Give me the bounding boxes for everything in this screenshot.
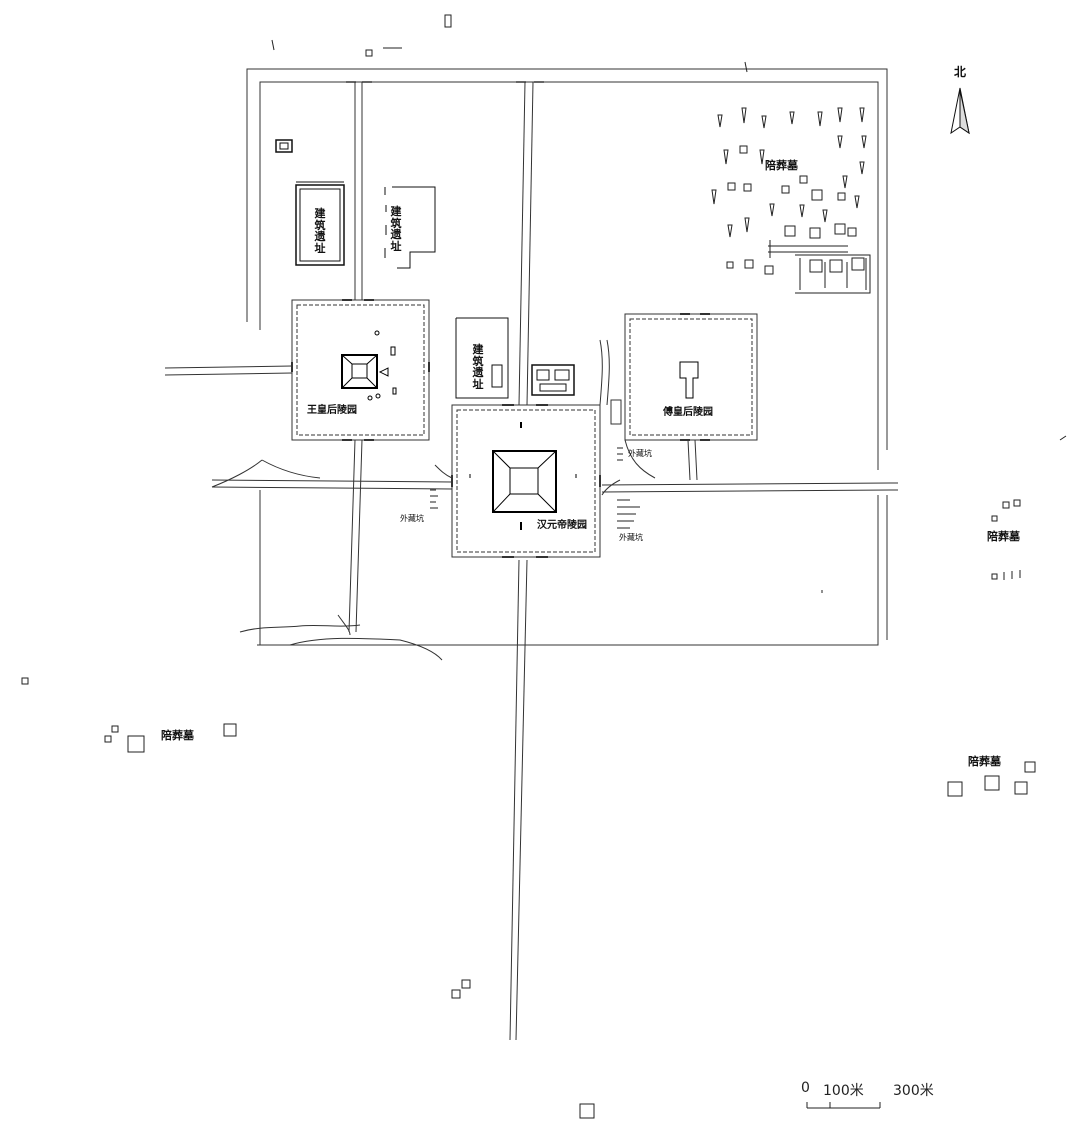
building-site-nw (275, 139, 345, 266)
scale-label-100m: 100米 (823, 1083, 864, 1099)
north-scattered-marks (271, 14, 1067, 593)
label-outer-pits-west: 外藏坑 (400, 514, 424, 523)
building-site-center (455, 317, 575, 399)
label-building-site-center: 建筑遗址 (472, 343, 484, 391)
satellite-tombs-east (991, 499, 1021, 580)
building-site-small (610, 399, 622, 425)
label-empress-fu-cemetery: 傅皇后陵园 (663, 407, 713, 418)
empress-wang-tomb-mound (341, 330, 397, 401)
empress-fu-tomb-mound (679, 361, 699, 399)
scale-label-0: 0 (801, 1080, 810, 1096)
outer-pits-west (430, 489, 438, 509)
satellite-tombs-west (21, 677, 237, 753)
label-satellite-tombs-west: 陪葬墓 (161, 729, 194, 742)
scale-bar (806, 1102, 881, 1109)
empress-wang-enclosure (291, 299, 430, 441)
emperor-yuan-tomb-mound (469, 422, 577, 530)
north-label: 北 (954, 65, 967, 79)
label-satellite-tombs-east: 陪葬墓 (987, 530, 1020, 543)
roads (164, 81, 899, 1041)
label-building-site-nw: 建筑遗址 (314, 207, 326, 255)
north-arrow-icon (950, 87, 970, 135)
outer-enclosure-wall (239, 68, 888, 661)
label-outer-pits-east: 外藏坑 (619, 533, 643, 542)
label-outer-pits-ne: 外藏坑 (628, 449, 652, 458)
label-satellite-tombs-ne: 陪葬墓 (765, 159, 798, 172)
label-emperor-yuan-cemetery: 汉元帝陵园 (537, 520, 587, 531)
outer-pits-east (617, 447, 640, 529)
satellite-tombs-se (947, 761, 1036, 797)
label-satellite-tombs-se: 陪葬墓 (968, 755, 1001, 768)
label-building-site-north: 建筑遗址 (390, 205, 402, 253)
scale-label-300m: 300米 (893, 1083, 934, 1099)
empress-fu-enclosure (624, 313, 758, 441)
satellite-tombs-ne (711, 107, 871, 294)
satellite-tombs-south (451, 979, 595, 1119)
emperor-yuan-enclosure (451, 404, 601, 558)
building-site-north (384, 186, 436, 269)
label-empress-wang-cemetery: 王皇后陵园 (307, 405, 357, 416)
